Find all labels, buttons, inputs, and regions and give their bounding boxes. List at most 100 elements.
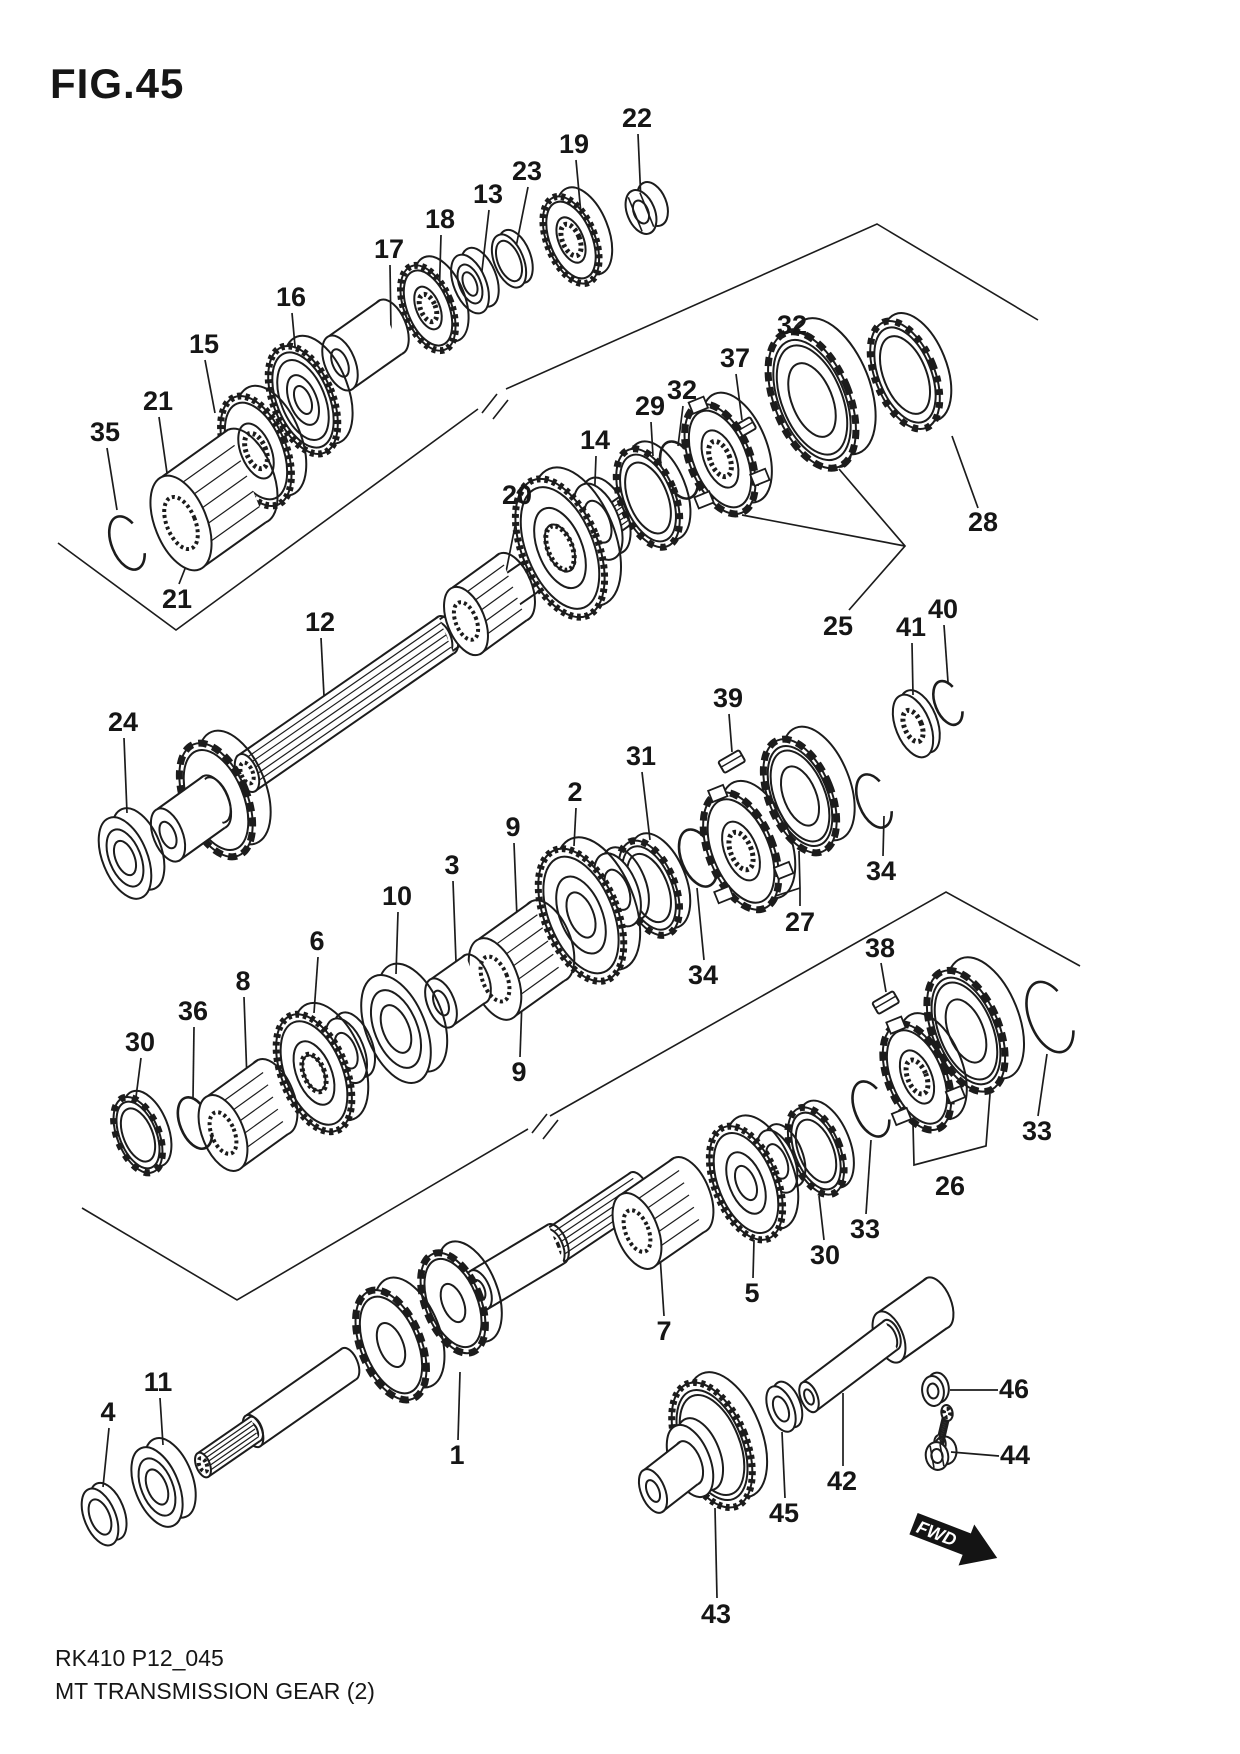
callout-16: 16 — [276, 282, 306, 312]
part-sleeve-25 — [764, 317, 877, 472]
leader-line-33 — [865, 1139, 872, 1215]
part-clip-33a — [1025, 980, 1075, 1054]
callout-18: 18 — [425, 204, 455, 234]
part-shaft-12a — [233, 615, 460, 793]
callout-34: 34 — [688, 960, 718, 990]
callout-30: 30 — [125, 1027, 155, 1057]
leader-line-9 — [513, 842, 518, 919]
part-key-38 — [871, 990, 900, 1015]
leader-line-39 — [728, 713, 733, 753]
callout-13: 13 — [473, 179, 503, 209]
callout-21: 21 — [143, 386, 173, 416]
callout-27: 27 — [785, 907, 815, 937]
callout-45: 45 — [769, 1498, 799, 1528]
callout-34: 34 — [866, 856, 896, 886]
part-nut-22 — [624, 181, 669, 235]
part-hub-27 — [699, 779, 797, 914]
part-gear-1b — [417, 1240, 503, 1357]
figure-title: FIG.45 — [50, 60, 185, 107]
callout-24: 24 — [108, 707, 138, 737]
part-hub-26 — [879, 1012, 968, 1134]
callout-3: 3 — [444, 850, 459, 880]
callout-32: 32 — [777, 310, 807, 340]
part-collar-3 — [424, 953, 492, 1029]
part-sleeve-26 — [923, 956, 1025, 1096]
leader-line-38 — [880, 962, 887, 993]
part-shaft-42a — [798, 1318, 902, 1414]
leader-line-29 — [650, 421, 654, 457]
part-sleeve-27 — [759, 725, 856, 857]
figure-code: RK410 P12_045 — [55, 1645, 224, 1671]
part-hub-25 — [681, 391, 773, 518]
part-washer-45 — [765, 1380, 804, 1433]
callout-26: 26 — [935, 1171, 965, 1201]
part-washer-41 — [891, 689, 941, 759]
callout-32: 32 — [667, 375, 697, 405]
part-bearing-24 — [97, 807, 166, 900]
part-gear-5 — [705, 1114, 807, 1244]
leader-line-34 — [696, 887, 705, 961]
fence-break-mark — [531, 1113, 559, 1140]
part-collar-17 — [321, 298, 410, 392]
assembly-fence — [549, 891, 1081, 1117]
part-needle-7 — [611, 1156, 715, 1270]
leader-line-10 — [395, 911, 399, 975]
leader-line-7 — [659, 1254, 665, 1317]
leader-line-6 — [313, 956, 319, 1014]
part-clip-34a — [855, 773, 894, 829]
part-gear-6 — [272, 1001, 376, 1136]
callout-30: 30 — [810, 1240, 840, 1270]
leader-line-21 — [158, 416, 168, 474]
callout-21: 21 — [162, 584, 192, 614]
part-shaft-1a — [194, 1415, 264, 1479]
fence-break-mark — [481, 393, 509, 420]
part-bearing-13 — [450, 246, 500, 315]
part-clip-40 — [932, 679, 964, 727]
callout-31: 31 — [626, 741, 656, 771]
assembly-fence — [81, 1128, 529, 1301]
part-hub-43a — [637, 1440, 705, 1514]
callout-35: 35 — [90, 417, 120, 447]
callout-33: 33 — [1022, 1116, 1052, 1146]
part-gear-18 — [397, 255, 470, 355]
leader-line-40 — [943, 624, 949, 683]
part-gear-19 — [539, 186, 614, 288]
leader-line-3 — [452, 880, 457, 963]
leader-line-32 — [677, 405, 684, 447]
part-ring-29 — [612, 440, 692, 551]
callout-12: 12 — [305, 607, 335, 637]
callout-33: 33 — [850, 1214, 880, 1244]
leader-line-15 — [204, 359, 216, 414]
callout-20: 20 — [502, 480, 532, 510]
callout-7: 7 — [656, 1316, 671, 1346]
part-seal-4 — [80, 1481, 128, 1547]
leader-line-43 — [714, 1507, 718, 1599]
part-key-39 — [717, 749, 746, 774]
callout-9: 9 — [505, 812, 520, 842]
part-bolt-44-head — [924, 1435, 958, 1471]
callout-bracket — [741, 468, 907, 611]
part-needle-8 — [197, 1058, 299, 1172]
callout-8: 8 — [235, 966, 250, 996]
leader-line-33 — [1037, 1053, 1048, 1117]
leader-line-36 — [192, 1026, 195, 1099]
part-clip-35 — [108, 515, 147, 571]
fwd-label: FWD — [914, 1517, 959, 1550]
callout-bracket — [912, 1093, 991, 1167]
callout-14: 14 — [580, 425, 610, 455]
leader-line-28 — [951, 435, 979, 509]
part-hub-21 — [149, 427, 279, 572]
part-clip-36 — [176, 1096, 214, 1150]
callout-4: 4 — [100, 1397, 115, 1427]
part-needle-9 — [467, 899, 576, 1021]
part-gear-2 — [534, 836, 650, 985]
leader-line-12 — [320, 637, 325, 697]
callout-1: 1 — [449, 1440, 464, 1470]
part-washer-46 — [921, 1371, 950, 1407]
callout-25: 25 — [823, 611, 853, 641]
part-boss-12 — [149, 774, 233, 863]
callout-23: 23 — [512, 156, 542, 186]
leader-line-17 — [389, 264, 392, 333]
part-clip-33b — [851, 1080, 891, 1138]
